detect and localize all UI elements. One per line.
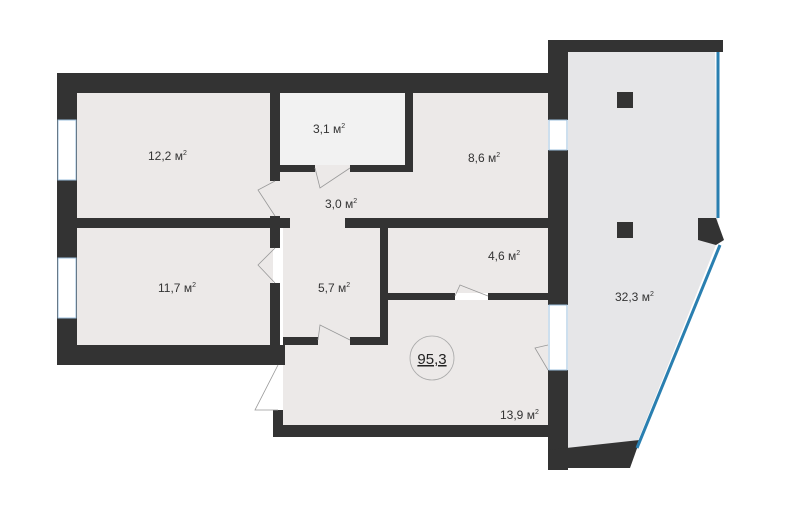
room-area-label: 4,6 м2 [488,249,520,263]
floor-room-left-bottom [77,228,273,345]
wall [345,218,548,228]
floor-balcony [568,52,718,448]
floor-room-right-top [412,93,548,218]
window [548,119,568,151]
windows [57,119,568,371]
room-area-label: 3,1 м2 [313,122,345,136]
wall [57,218,290,228]
window [548,304,568,371]
wall [57,73,557,93]
wall [280,165,315,172]
wall [548,150,568,305]
floor-living [283,300,548,425]
wall [270,283,280,345]
doors [254,167,549,411]
floor-bathroom [280,93,405,165]
wall [548,40,723,52]
wall [405,93,413,172]
room-area-label: 32,3 м2 [615,290,654,304]
wall [273,410,283,437]
room-area-label: 3,0 м2 [325,197,357,211]
total-area-circle [409,335,455,381]
balcony-glazing [635,244,722,449]
door [257,247,276,284]
room-area-label: 5,7 м2 [318,281,350,295]
wall [380,228,388,345]
wall [273,425,557,437]
column [617,92,633,108]
room-area-label: 12,2 м2 [148,149,187,163]
wall [350,165,410,172]
door [534,344,549,371]
room-area-label: 11,7 м2 [158,281,196,295]
wall [350,337,388,345]
door [314,167,351,189]
door [254,364,279,411]
door [317,324,351,341]
wall [270,216,280,248]
wall [388,293,455,300]
door [257,180,276,217]
wall [57,345,285,365]
room-area-label: 13,9 м2 [500,408,539,422]
floors [77,52,718,448]
window [57,119,77,181]
room-area-label: 8,6 м2 [468,151,500,165]
total-area: 95,3 [417,351,446,368]
door [454,284,489,297]
wall [283,337,318,345]
wall [548,440,640,468]
floor-room-left-top [77,93,273,218]
column [617,222,633,238]
wall [488,293,548,300]
floor-storage [388,228,548,293]
wall [548,370,568,470]
wall [698,218,724,245]
wall [548,40,568,120]
room-labels: 12,2 м2 3,1 м2 8,6 м2 3,0 м2 11,7 м2 5,7… [148,122,654,422]
wall [273,345,283,365]
wall [270,93,280,181]
window [57,257,77,319]
